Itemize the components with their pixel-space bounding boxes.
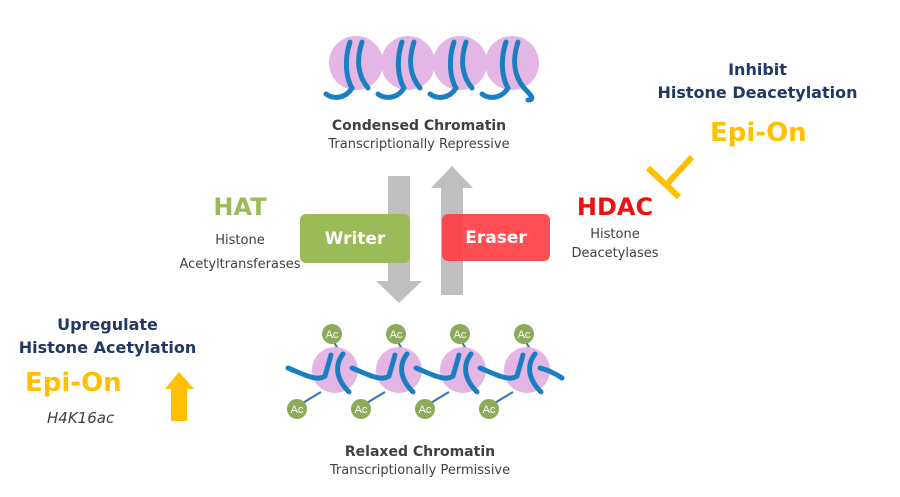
dna-wrap [375, 39, 423, 100]
acetyl-label: Ac [454, 329, 467, 341]
writer-label: Writer [324, 228, 386, 249]
hat-label-group: HAT Histone [185, 193, 295, 250]
acetyl-mark: Ac [386, 324, 406, 344]
upregulate-panel: Upregulate Histone Acetylation [5, 313, 210, 359]
acetyl-label: Ac [518, 329, 531, 341]
hat-name-line2: Acetyltransferases [179, 257, 301, 272]
writer-box: Writer [300, 214, 410, 263]
dna-strand [408, 39, 423, 91]
condensed-nucleosome [329, 36, 383, 90]
inhibit-line1: Inhibit [728, 60, 787, 79]
dna-strand [413, 352, 462, 381]
acetyl-label: Ac [419, 404, 432, 416]
histone-octamer [485, 36, 539, 90]
dna-strand [460, 39, 475, 91]
dna-strand [427, 39, 459, 100]
condensed-title: Condensed Chromatin [331, 118, 507, 134]
relaxed-chromatin-caption: Relaxed Chromatin Transcriptionally Perm… [300, 444, 540, 478]
inhibition-t-bar-icon [645, 154, 695, 200]
acetyl-mark: Ac [322, 324, 342, 344]
relaxed-subtitle: Transcriptionally Permissive [329, 463, 511, 478]
dna-strand [323, 39, 355, 100]
hdac-name-line2: Deacetylases [571, 246, 659, 261]
condensed-nucleosome [381, 36, 435, 90]
dna-wrap [479, 39, 527, 100]
acetyl-label: Ac [390, 329, 403, 341]
acetyl-link [300, 391, 322, 405]
dna-strand [335, 351, 352, 395]
histone-octamer [504, 347, 550, 393]
relaxed-title: Relaxed Chromatin [344, 444, 496, 460]
eraser-label: Eraser [465, 227, 527, 248]
condensed-subtitle: Transcriptionally Repressive [328, 137, 510, 152]
dna-tail [537, 365, 565, 381]
dna-strand [349, 352, 398, 381]
hat-abbr: HAT [213, 193, 267, 221]
eraser-box: Eraser [442, 214, 550, 261]
dna-strand [399, 351, 416, 395]
hdac-label-group: HDAC Histone Deacetylases [560, 193, 670, 263]
hat-name-line2-wrap: Acetyltransferases [165, 257, 315, 272]
acetyl-mark: Ac [351, 399, 371, 419]
dna-wrap [323, 39, 371, 100]
histone-octamer [381, 36, 435, 90]
dna-strand [375, 39, 407, 100]
acetyl-link [428, 391, 450, 405]
dna-strand [479, 39, 511, 100]
histone-octamer [312, 347, 358, 393]
upregulate-line2: Histone Acetylation [18, 338, 197, 357]
condensed-nucleosome [485, 36, 539, 90]
dna-strand [463, 351, 480, 395]
acetyl-link [492, 391, 514, 405]
inhibit-line2: Histone Deacetylation [657, 83, 858, 102]
dna-strand [527, 351, 544, 395]
acetyl-mark: Ac [479, 399, 499, 419]
up-arrow-icon [165, 372, 194, 421]
acetyl-mark: Ac [450, 324, 470, 344]
dna-strand [477, 352, 526, 381]
condensed-chromatin-caption: Condensed Chromatin Transcriptionally Re… [300, 118, 538, 152]
acetyl-label: Ac [483, 404, 496, 416]
inhibit-product: Epi-On [710, 118, 807, 148]
inhibit-panel: Inhibit Histone Deacetylation [640, 58, 875, 104]
marker-h4k16ac: H4K16ac [47, 409, 115, 427]
acetyl-label: Ac [291, 404, 304, 416]
acetyl-link [364, 391, 386, 405]
acetyl-mark: Ac [514, 324, 534, 344]
hdac-abbr: HDAC [576, 193, 654, 221]
histone-octamer [433, 36, 487, 90]
dna-wrap [427, 39, 475, 100]
hdac-name-line1: Histone [590, 227, 640, 242]
dna-strand [285, 352, 334, 381]
acetyl-label: Ac [355, 404, 368, 416]
dna-strand [512, 39, 527, 91]
acetyl-label: Ac [326, 329, 339, 341]
dna-strand [356, 39, 371, 91]
histone-octamer [440, 347, 486, 393]
hat-name-line1: Histone [215, 233, 265, 248]
histone-octamer [376, 347, 422, 393]
upregulate-line1: Upregulate [57, 315, 158, 334]
condensed-chromatin-illustration [323, 36, 539, 103]
condensed-nucleosome [433, 36, 487, 90]
acetyl-mark: Ac [415, 399, 435, 419]
acetyl-mark: Ac [287, 399, 307, 419]
histone-octamer [329, 36, 383, 90]
dna-tail [521, 85, 535, 103]
upregulate-product: Epi-On [25, 368, 122, 398]
